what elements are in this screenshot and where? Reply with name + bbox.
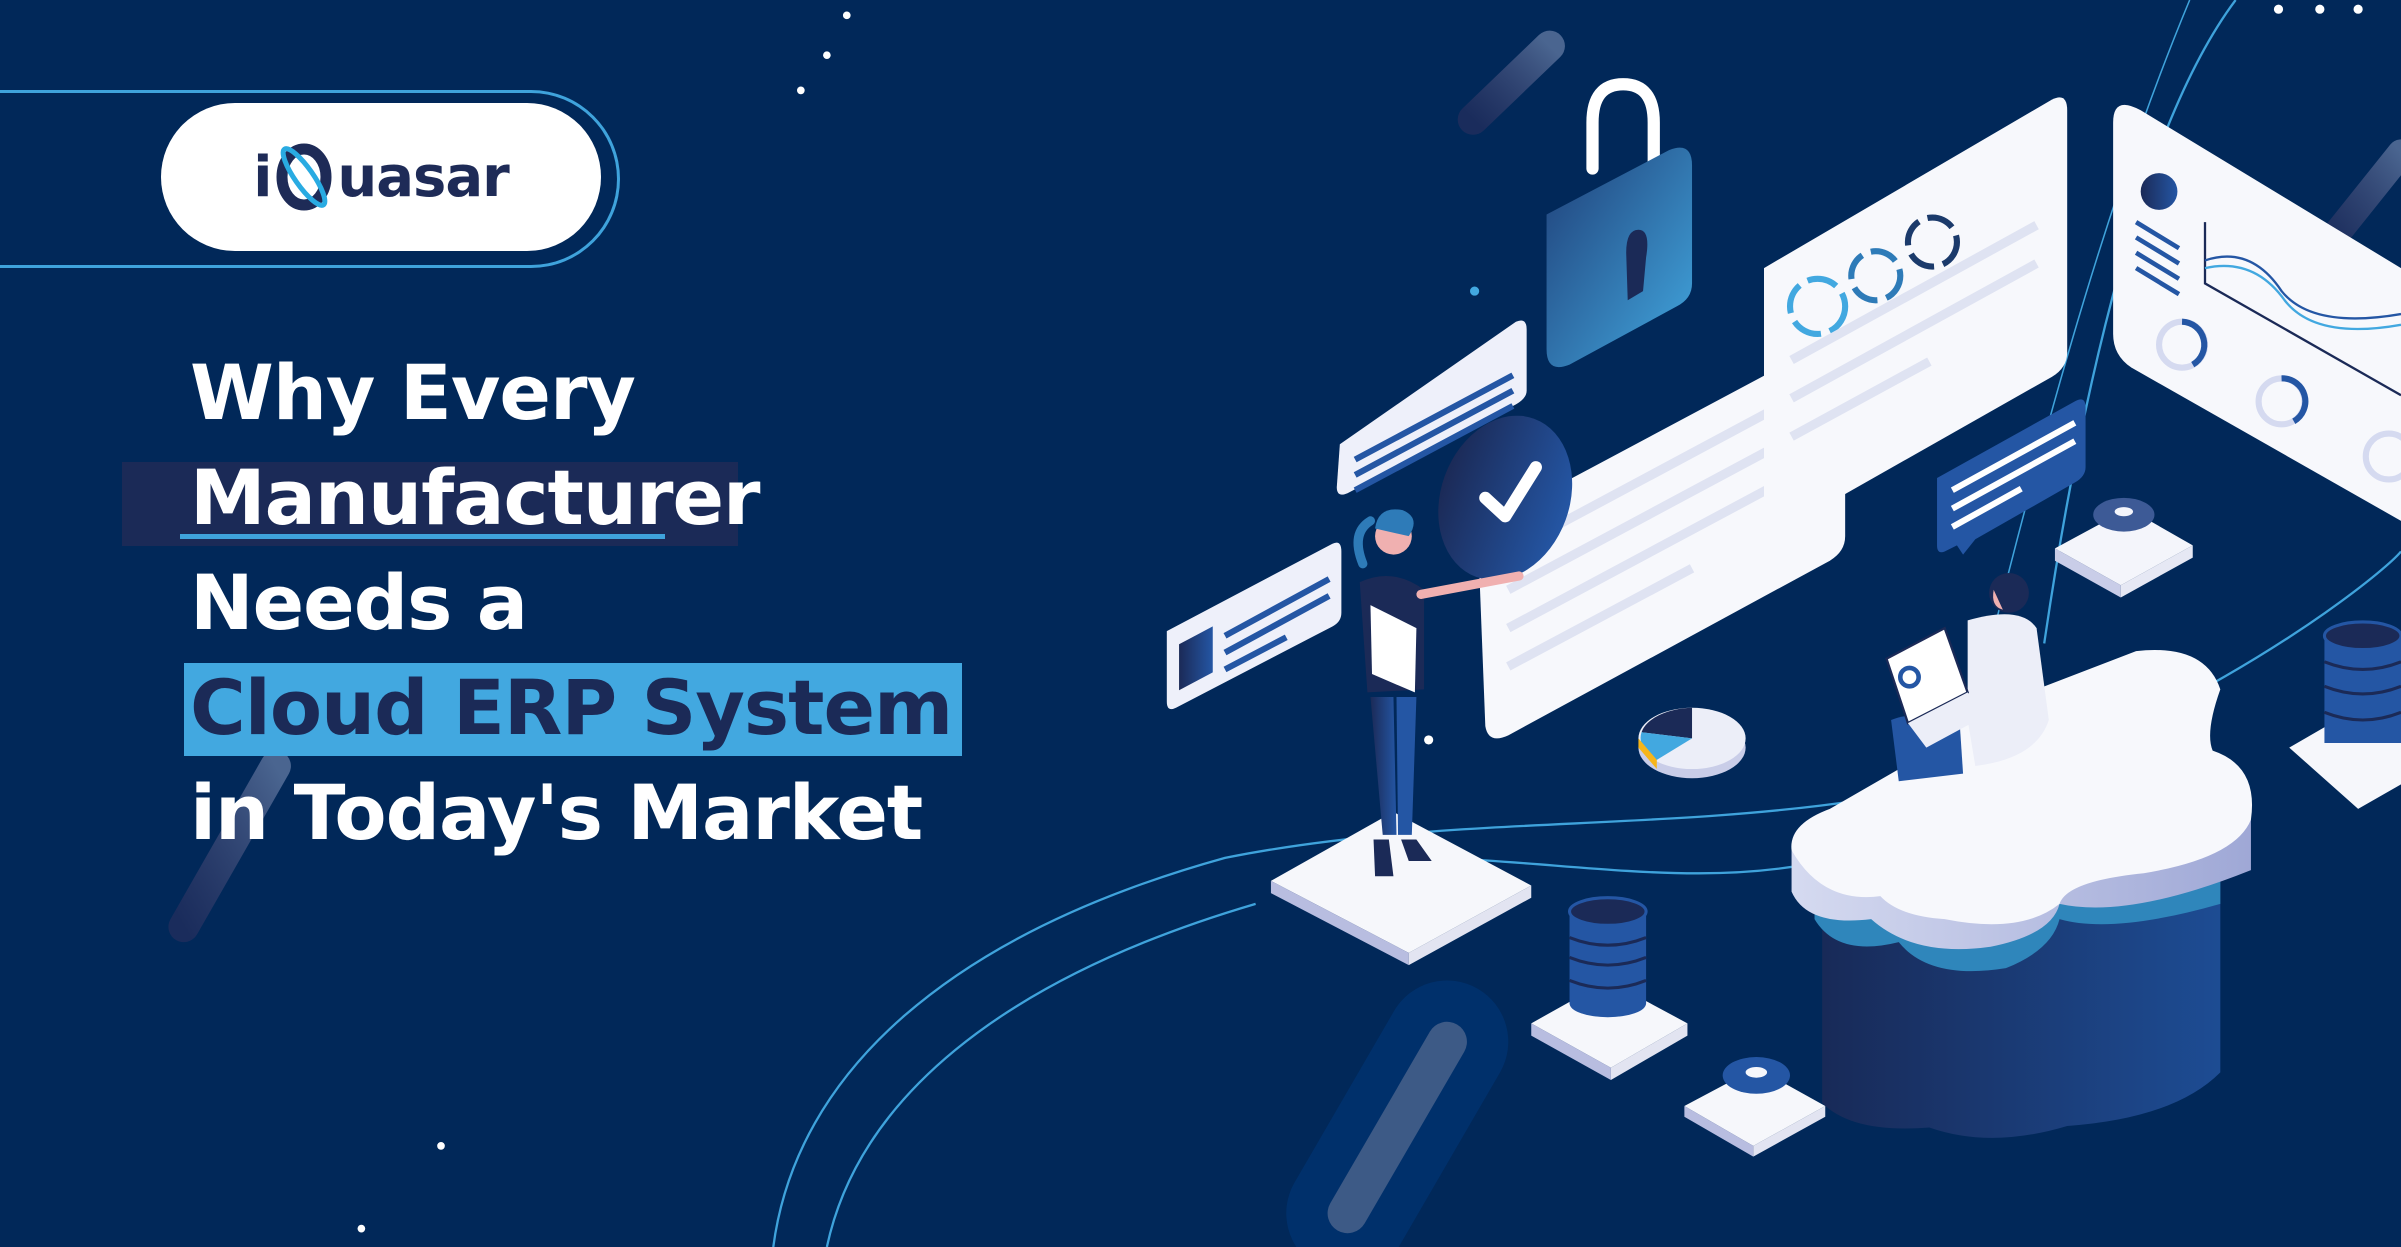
decor-dots — [357, 4, 2363, 1233]
checkmark-badge-icon — [1438, 415, 1573, 581]
gear-pad-bottom — [1684, 1057, 1826, 1157]
database-icon-right — [2289, 620, 2401, 809]
title-highlight: Cloud ERP System — [184, 663, 963, 756]
logo-suffix: uasar — [337, 144, 509, 210]
gear-pad-top — [2054, 497, 2193, 598]
document-panel — [1477, 344, 1846, 739]
man-with-laptop — [1885, 572, 2049, 782]
chat-bubble — [1336, 320, 1527, 495]
title-line-3: Needs a — [190, 558, 528, 647]
platform-woman — [1270, 811, 1532, 966]
title-underline — [180, 534, 665, 539]
logo-wordmark: i uasar — [253, 140, 510, 214]
logo-frame-outline — [0, 90, 620, 268]
cloud-platform — [1791, 649, 2253, 1138]
title-line-1: Why Every — [190, 348, 636, 437]
progress-panel — [1764, 97, 2068, 535]
title-line-5: in Today's Market — [190, 768, 923, 857]
woman-figure — [1353, 509, 1524, 877]
pie-chart-icon — [1638, 707, 1746, 779]
padlock-icon — [1546, 78, 1693, 368]
chart-dashboard-panel — [2113, 104, 2401, 521]
blue-chat-bubble — [1937, 399, 2086, 555]
page-title: Why Every Manufacturer Needs a Cloud ERP… — [122, 340, 963, 865]
brand-logo[interactable]: i uasar — [161, 103, 601, 251]
database-icon — [1531, 896, 1688, 1081]
logo-i: i — [253, 144, 272, 210]
chat-bubble-2 — [1166, 542, 1342, 710]
logo-orbit-q-icon — [273, 140, 335, 214]
title-line-2: Manufacturer — [190, 453, 760, 542]
decor-streak — [168, 750, 291, 943]
